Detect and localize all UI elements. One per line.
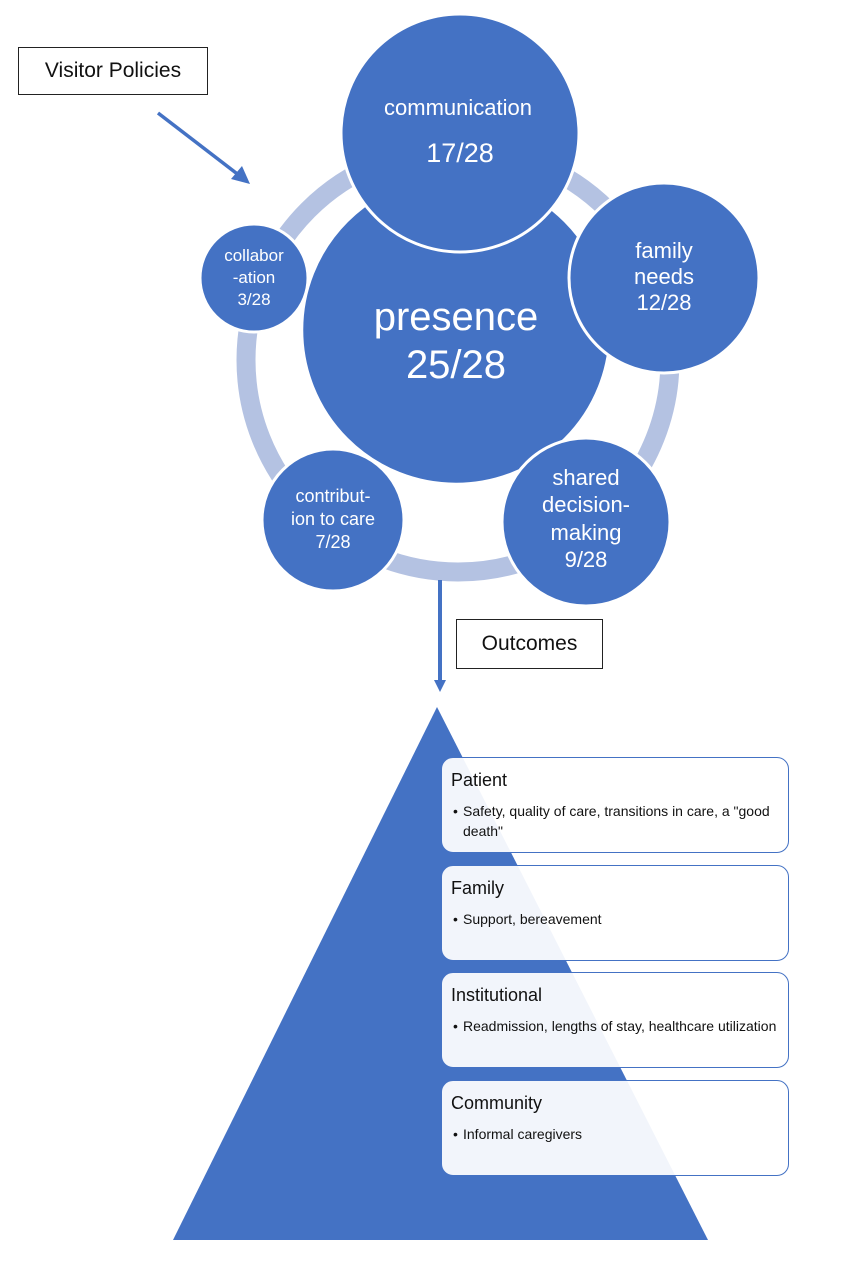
contribution-label-1: contribut- — [295, 486, 370, 506]
family-needs-label-1: family — [635, 238, 692, 263]
outcome-card-family: Family Support, bereavement — [441, 865, 789, 961]
collaboration-circle — [198, 222, 310, 334]
family-needs-circle — [567, 181, 761, 375]
outcome-bullet: Informal caregivers — [451, 1124, 778, 1144]
shared-decision-count: 9/28 — [565, 547, 608, 572]
collaboration-label-1: collabor — [224, 246, 284, 265]
outcome-card-institutional: Institutional Readmission, lengths of st… — [441, 972, 789, 1068]
outcomes-arrow — [434, 580, 446, 692]
collaboration-count: 3/28 — [237, 290, 270, 309]
communication-circle — [339, 12, 581, 254]
outcomes-label: Outcomes — [456, 619, 603, 669]
presence-label: presence — [374, 295, 539, 339]
outcome-card-community: Community Informal caregivers — [441, 1080, 789, 1176]
family-needs-label-2: needs — [634, 264, 694, 289]
visitor-arrow — [156, 111, 250, 184]
outcome-bullet: Support, bereavement — [451, 909, 778, 929]
family-needs-count: 12/28 — [636, 290, 691, 315]
communication-count: 17/28 — [426, 138, 494, 168]
shared-decision-circle — [500, 436, 672, 608]
outcome-bullet: Safety, quality of care, transitions in … — [451, 801, 778, 841]
contribution-label-2: ion to care — [291, 509, 375, 529]
outcome-title: Patient — [451, 770, 508, 790]
collaboration-label-2: -ation — [233, 268, 276, 287]
shared-decision-label-3: making — [551, 520, 622, 545]
outcome-card-patient: Patient Safety, quality of care, transit… — [441, 757, 789, 853]
shared-decision-label-2: decision- — [542, 492, 630, 517]
contribution-circle — [260, 447, 406, 593]
presence-count: 25/28 — [406, 343, 506, 387]
outcome-title: Community — [451, 1093, 543, 1113]
outcome-title: Institutional — [451, 985, 543, 1005]
outcome-bullet: Readmission, lengths of stay, healthcare… — [451, 1016, 778, 1036]
communication-label: communication — [384, 95, 532, 120]
shared-decision-label-1: shared — [552, 465, 619, 490]
outcome-title: Family — [451, 878, 504, 898]
visitor-policies-label: Visitor Policies — [18, 47, 208, 95]
contribution-count: 7/28 — [315, 532, 350, 552]
